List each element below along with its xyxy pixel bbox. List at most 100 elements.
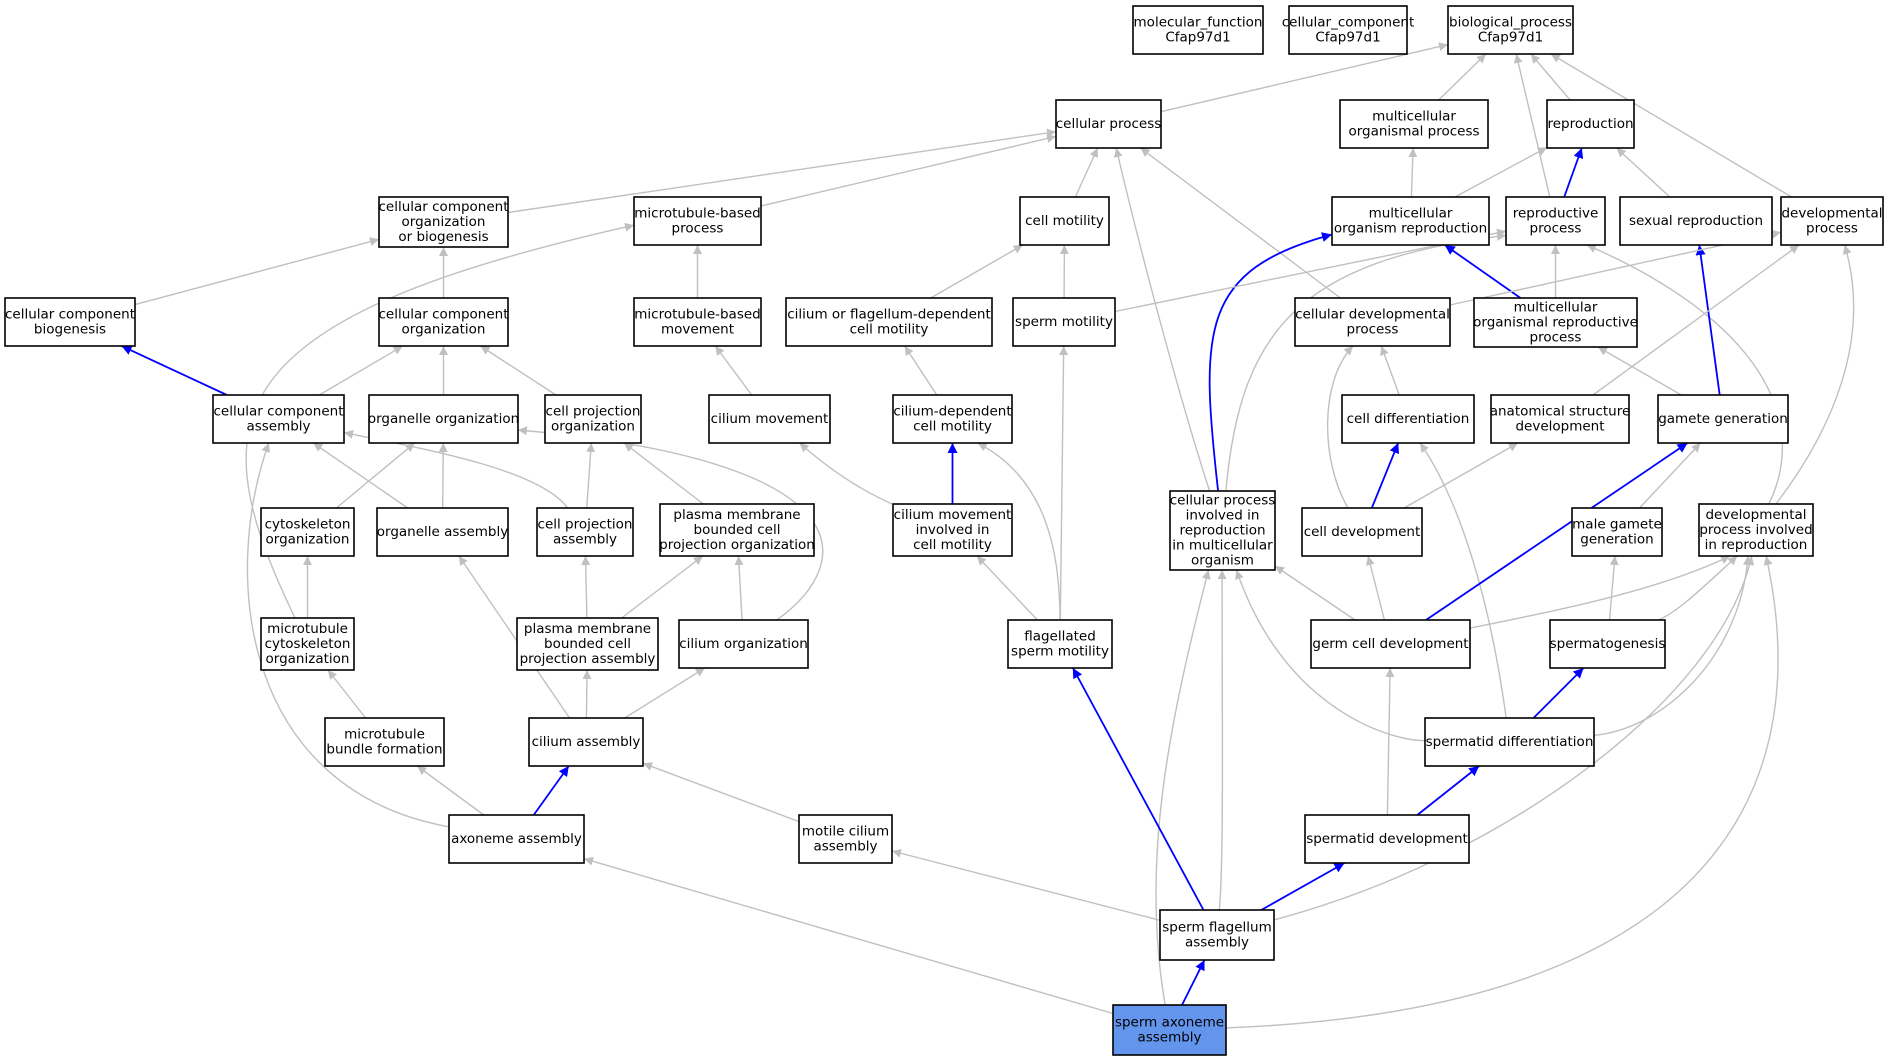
edge-cilium-or-flagellum-dependent-cell-motility-to-cell-motility: [930, 244, 1024, 299]
node-gamete-generation[interactable]: gamete generation: [1657, 394, 1789, 444]
node-box: [1301, 507, 1423, 557]
edge-multicellular-organismal-reproductive-process-to-multicellular-organism-reproduction: [1444, 244, 1522, 299]
node-label: movement: [661, 322, 734, 338]
node-box: [376, 507, 509, 557]
node-germ-cell-development[interactable]: germ cell development: [1310, 619, 1471, 669]
node-label: process involved: [1699, 522, 1812, 538]
node-spermatid-differentiation[interactable]: spermatid differentiation: [1424, 717, 1595, 767]
node-reproduction[interactable]: reproduction: [1546, 99, 1635, 149]
edge-cellular-process-to-biological-process: [1160, 42, 1449, 113]
edge-cell-motility-to-cellular-process: [1074, 147, 1099, 198]
node-label: development: [1515, 419, 1604, 435]
node-cilium-organization[interactable]: cilium organization: [678, 619, 809, 669]
edge-cilium-assembly-to-organelle-assembly: [458, 555, 571, 719]
edge-organelle-assembly-to-cellular-component-assembly: [312, 442, 409, 509]
node-box: [1657, 394, 1789, 444]
node-box: [1169, 490, 1276, 571]
node-box: [528, 717, 644, 767]
node-box: [1505, 196, 1606, 246]
node-label: sperm motility: [1015, 314, 1113, 330]
edge-reproductive-process-to-reproduction: [1563, 147, 1584, 198]
node-box: [324, 717, 445, 767]
edge-cilium-dependent-cell-motility-to-cilium-or-flagellum-dependent-cell-motility: [904, 345, 938, 396]
node-cell-development[interactable]: cell development: [1301, 507, 1423, 557]
node-sexual-reproduction[interactable]: sexual reproduction: [1619, 196, 1773, 246]
node-spermatogenesis[interactable]: spermatogenesis: [1549, 619, 1666, 669]
node-box: [1341, 394, 1475, 444]
edge-motile-cilium-assembly-to-cilium-assembly: [642, 762, 800, 823]
node-organelle-assembly[interactable]: organelle assembly: [376, 507, 509, 557]
node-sperm-motility[interactable]: sperm motility: [1012, 297, 1116, 347]
node-label: cell motility: [913, 537, 992, 553]
node-label: assembly: [1137, 1030, 1201, 1046]
edge-spermatid-differentiation-to-cell-differentiation: [1419, 442, 1507, 719]
node-cell-motility[interactable]: cell motility: [1019, 196, 1110, 246]
node-label: cilium movement: [711, 411, 829, 427]
node-label: projection organization: [659, 537, 815, 553]
node-axoneme-assembly[interactable]: axoneme assembly: [448, 814, 585, 864]
node-spermatid-development[interactable]: spermatid development: [1304, 814, 1470, 864]
edge-male-gamete-generation-to-gamete-generation: [1638, 442, 1702, 509]
node-cell-differentiation[interactable]: cell differentiation: [1341, 394, 1475, 444]
node-label: molecular_function: [1134, 15, 1263, 31]
edge-sperm-axoneme-assembly-to-cellular-process-involved-in-reproduction-in-multicellular-organism: [1155, 569, 1211, 1006]
node-label: organization: [266, 651, 350, 667]
node-label: cell motility: [850, 322, 929, 338]
node-label: anatomical structure: [1490, 404, 1631, 420]
edge-flagellated-sperm-motility-to-cilium-movement-involved-in-cell-motility: [976, 555, 1038, 621]
node-label: projection assembly: [520, 651, 656, 667]
edge-cell-projection-organization-to-cellular-component-organization: [480, 345, 557, 396]
node-box: [1780, 196, 1884, 246]
node-label: sperm axoneme: [1115, 1015, 1224, 1031]
node-cilium-assembly[interactable]: cilium assembly: [528, 717, 644, 767]
edge-spermatid-differentiation-to-developmental-process-involved-in-reproduction: [1593, 555, 1752, 736]
node-cellular-process[interactable]: cellular process: [1055, 99, 1162, 149]
node-box: [785, 297, 993, 347]
node-label: Cfap97d1: [1478, 30, 1543, 46]
edge-sperm-axoneme-assembly-to-sperm-flagellum-assembly: [1181, 959, 1206, 1006]
node-label: motile cilium: [802, 824, 889, 840]
node-box: [260, 507, 355, 557]
node-organelle-organization[interactable]: organelle organization: [368, 394, 519, 444]
node-label: cilium or flagellum-dependent: [787, 307, 991, 323]
node-box: [1339, 99, 1489, 149]
node-box: [1288, 5, 1408, 55]
edge-sexual-reproduction-to-reproduction: [1616, 147, 1671, 198]
node-label: organization: [402, 214, 486, 230]
edge-sperm-flagellum-assembly-to-flagellated-sperm-motility: [1072, 667, 1205, 911]
node-cilium-movement[interactable]: cilium movement: [708, 394, 831, 444]
